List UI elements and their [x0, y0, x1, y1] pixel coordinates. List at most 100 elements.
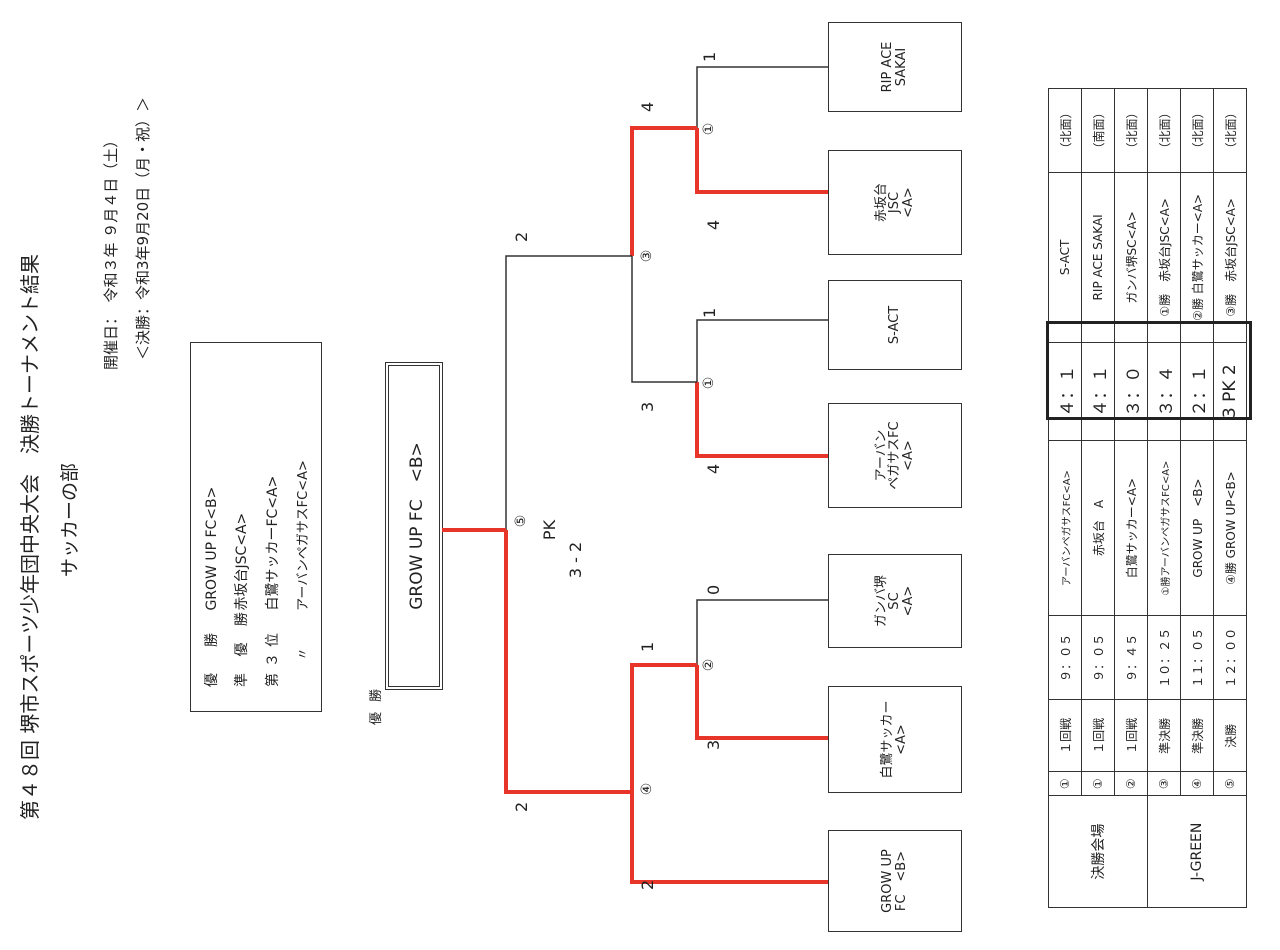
schedule-row: ④ 準決勝 １１：０５ GROW UP <B> ２：１ ②勝 白鷺サッカー<A>…: [1180, 88, 1214, 908]
round: １回戦: [1048, 699, 1082, 772]
match-no: ①: [1048, 771, 1082, 796]
field: （南面）: [1081, 88, 1115, 173]
match-number-3: ③: [639, 249, 655, 263]
team-name-line: <A>: [900, 440, 916, 471]
schedule-row: 決勝会場 ① １回戦 ９：０５ アーバンペガサスFC<A> ４：１ S-ACT …: [1048, 88, 1148, 908]
score-shirasagi: 3: [704, 739, 723, 750]
match-result: ２：１: [1180, 342, 1214, 441]
round: １回戦: [1081, 699, 1115, 772]
away-team: ②勝 白鷺サッカー<A>: [1180, 172, 1214, 343]
home-team: ④勝 GROW UP<B>: [1213, 440, 1247, 616]
team-name-line: <A>: [900, 585, 916, 617]
match-result: ３：０: [1114, 342, 1148, 441]
team-name-line: 赤坂台: [873, 183, 889, 223]
bracket-line-m4-top: [630, 663, 697, 792]
match-number-1b: ①: [701, 376, 717, 390]
team-box-shirasagi: 白鷺サッカー<A>: [828, 686, 962, 793]
field: （北面）: [1147, 88, 1181, 173]
team-box-urban-pegasus: アーバンペガサスFC<A>: [828, 403, 962, 508]
venue-label: 決勝会場: [1048, 795, 1148, 908]
bracket-line-final-top: [505, 255, 632, 530]
kickoff-time: １１：０５: [1180, 615, 1214, 700]
score-m4-bottom: 2: [512, 801, 531, 812]
score-final-top: 2: [512, 231, 531, 242]
home-team: ①勝アーバンペガサスFC<A>: [1147, 440, 1181, 616]
round: 決勝: [1213, 699, 1247, 772]
team-name-line: JSC: [887, 191, 903, 214]
score-ganba: 0: [704, 584, 723, 595]
score-akasakadai: 4: [704, 219, 723, 230]
score-m3-bottom: 3: [638, 401, 657, 412]
away-team: ガンバ堺SC<A>: [1114, 172, 1148, 343]
team-box-s-act: S-ACT: [828, 280, 962, 370]
bracket-line-m3-bottom: [631, 256, 697, 383]
away-team: ①勝 赤坂台JSC<A>: [1147, 172, 1181, 343]
team-name-line: SC: [887, 592, 903, 610]
schedule-table: 決勝会場 ① １回戦 ９：０５ アーバンペガサスFC<A> ４：１ S-ACT …: [1048, 88, 1247, 908]
kickoff-time: ９：４５: [1114, 615, 1148, 700]
schedule-row: ② １回戦 ９：４５ 白鷺サッカー<A> ３：０ ガンバ堺SC<A> （北面）: [1114, 88, 1148, 908]
team-name-line: <A>: [900, 187, 916, 218]
bracket-line-sact: [696, 319, 828, 382]
score-sact: 1: [700, 307, 719, 318]
match-no: ③: [1147, 771, 1181, 796]
score-m4-top: 1: [638, 641, 657, 652]
round: 準決勝: [1147, 699, 1181, 772]
venue-name: J-GREEN: [1147, 795, 1247, 908]
match-number-4: ④: [639, 782, 655, 796]
schedule-row: ① １回戦 ９：０５ 赤坂台 A ４：１ RIP ACE SAKAI （南面）: [1081, 88, 1115, 908]
match-result: 3 PK 2: [1213, 342, 1247, 441]
match-number-1a: ①: [701, 122, 717, 136]
bracket-line-urban: [695, 382, 828, 458]
score-rip: 1: [700, 51, 719, 62]
match-number-5: ⑤: [513, 514, 529, 528]
match-result: ４：１: [1081, 342, 1115, 441]
team-name-line: RIP ACE: [880, 41, 896, 93]
round: １回戦: [1114, 699, 1148, 772]
schedule-row: J-GREEN ③ 準決勝 １０：２５ ①勝アーバンペガサスFC<A> ３：４ …: [1147, 88, 1247, 908]
home-team: GROW UP <B>: [1180, 440, 1214, 616]
bracket-line-akasakadai: [695, 128, 828, 194]
field: （北面）: [1114, 88, 1148, 173]
match-no: ④: [1180, 771, 1214, 796]
match-no: ⑤: [1213, 771, 1247, 796]
match-no: ②: [1114, 771, 1148, 796]
kickoff-time: ９：０５: [1048, 615, 1082, 700]
team-name-line: GROW UP: [880, 849, 896, 913]
final-pk-label: PK: [540, 519, 559, 541]
score-growup: 2: [638, 879, 657, 890]
score-m3-top: 4: [638, 101, 657, 112]
team-name-line: FC <B>: [894, 850, 909, 912]
bracket-line-shirasagi: [695, 665, 828, 740]
bracket-line-ganba: [696, 599, 828, 665]
final-pk-score: 3 - 2: [566, 541, 585, 579]
round: 準決勝: [1180, 699, 1214, 772]
team-name-line: S-ACT: [887, 305, 903, 345]
home-team: 白鷺サッカー<A>: [1114, 440, 1148, 616]
team-name-line: SAKAI: [894, 47, 909, 87]
kickoff-time: １２：００: [1213, 615, 1247, 700]
schedule-row: ⑤ 決勝 １２：００ ④勝 GROW UP<B> 3 PK 2 ③勝 赤坂台JS…: [1213, 88, 1247, 908]
away-team: S-ACT: [1048, 172, 1082, 343]
score-urban: 4: [704, 463, 723, 474]
away-team: RIP ACE SAKAI: [1081, 172, 1115, 343]
team-name-line: <A>: [894, 724, 909, 755]
field: （北面）: [1048, 88, 1082, 173]
team-name-line: ガンバ堺: [873, 575, 889, 628]
bracket-line-rip: [696, 66, 828, 128]
bracket-line-growup: [630, 792, 828, 884]
match-number-2: ②: [701, 658, 717, 672]
field: （北面）: [1180, 88, 1214, 173]
home-team: アーバンペガサスFC<A>: [1048, 440, 1082, 616]
match-no: ①: [1081, 771, 1115, 796]
kickoff-time: １０：２５: [1147, 615, 1181, 700]
home-team: 赤坂台 A: [1081, 440, 1115, 616]
team-name-line: アーバン: [873, 429, 889, 482]
match-result: ３：４: [1147, 342, 1181, 441]
kickoff-time: ９：０５: [1081, 615, 1115, 700]
